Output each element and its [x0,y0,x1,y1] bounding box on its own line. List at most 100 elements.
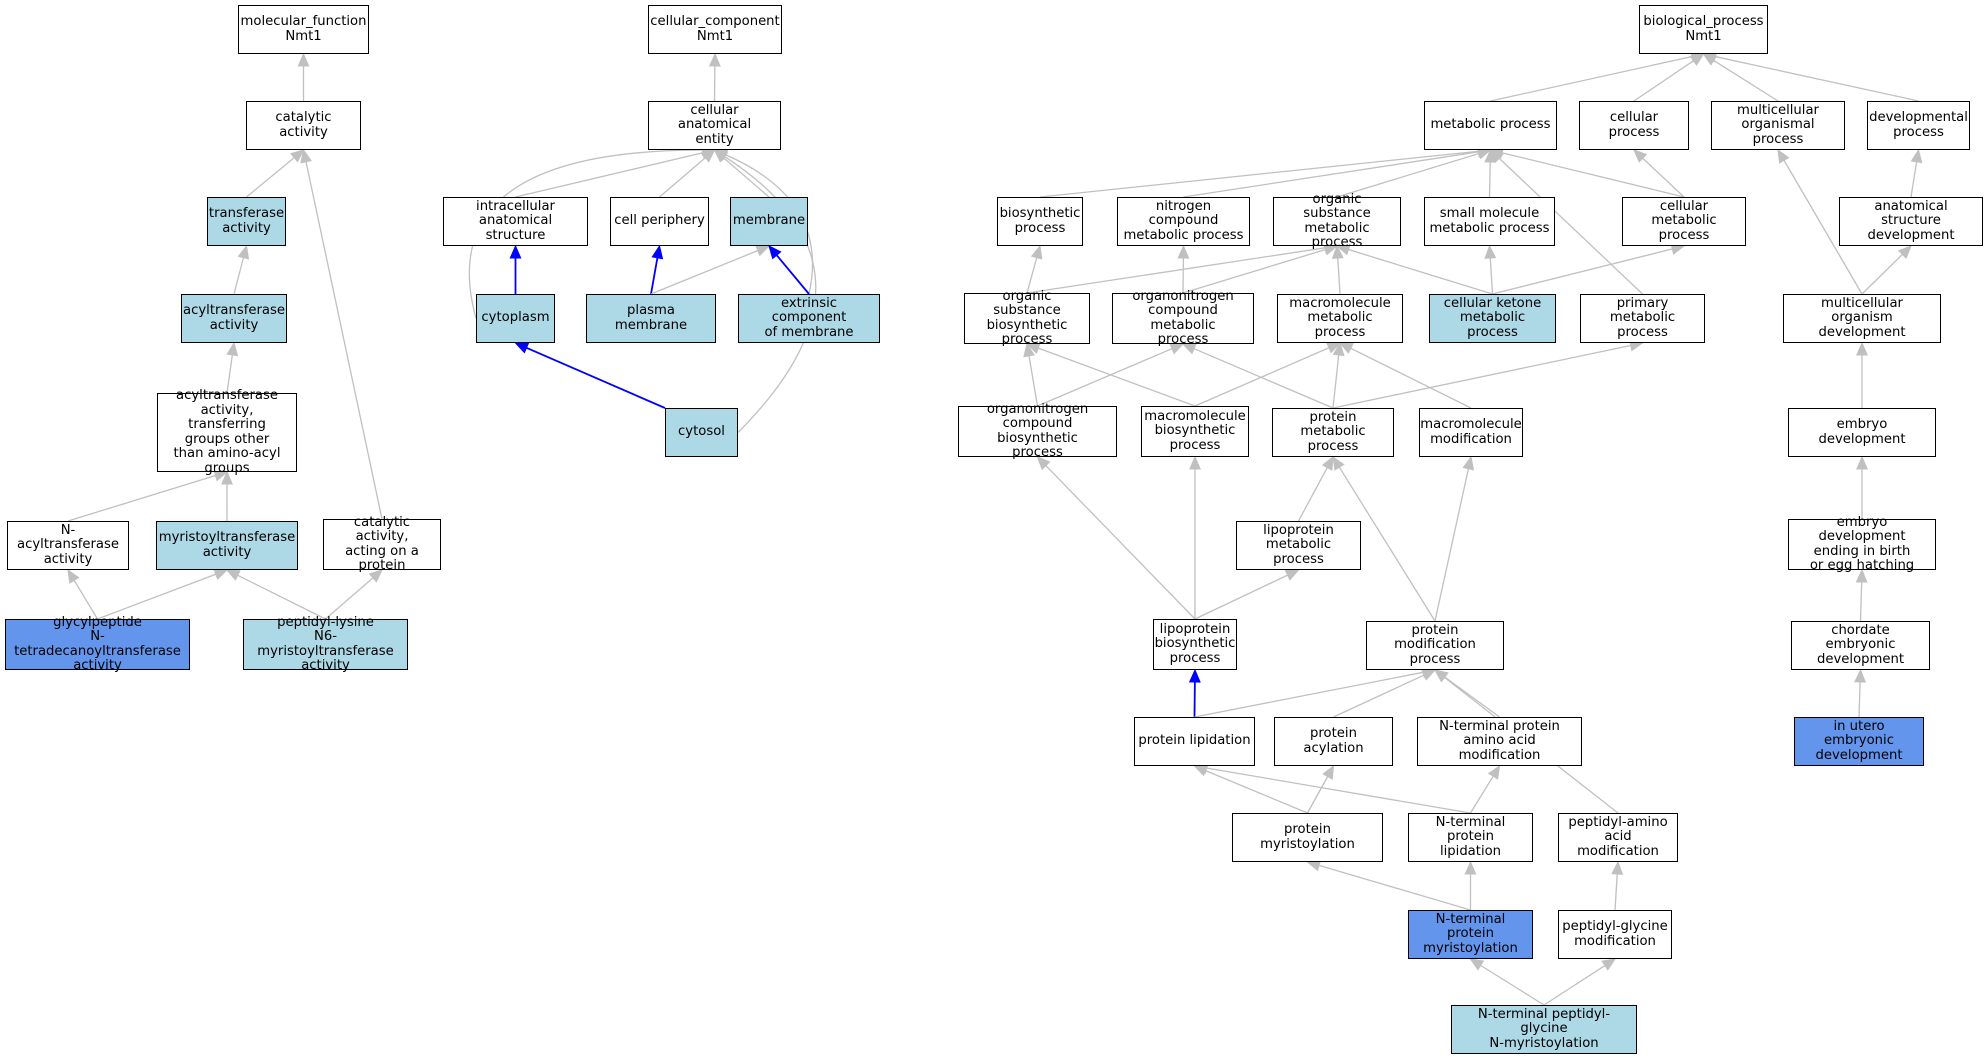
node-lipoprotein-biosynthetic-process[interactable]: lipoprotein biosynthetic process [1153,619,1237,670]
node-multicellular-organism-development[interactable]: multicellular organism development [1783,294,1941,343]
node-metabolic-process[interactable]: metabolic process [1424,101,1557,150]
edge-arrowhead [509,244,522,259]
edge-arrowhead [713,149,729,162]
edge-line [1715,55,1919,102]
node-organonitrogen-compound-biosynthetic-process[interactable]: organonitrogen compound biosynthetic pro… [958,402,1117,460]
node-transferase-activity[interactable]: transferase activity [207,197,286,246]
node-anatomical-structure-development[interactable]: anatomical structure development [1839,197,1983,246]
node-multicellular-organismal-process[interactable]: multicellular organismal process [1711,101,1845,150]
node-myristoyltransferase-activity[interactable]: myristoyltransferase activity [156,521,298,570]
node-organonitrogen-compound-metabolic-process[interactable]: organonitrogen compound metabolic proces… [1112,289,1254,347]
node-peptidyl-lysine-n6-myristoyltransferase[interactable]: peptidyl-lysine N6-myristoyltransferase … [243,615,408,673]
node-cellular-component-root[interactable]: cellular_component Nmt1 [648,5,782,54]
edge-line [1434,468,1470,622]
node-organic-substance-metabolic-process[interactable]: organic substance metabolic process [1273,192,1401,250]
edge-arrowhead [1489,149,1504,163]
node-n-terminal-protein-lipidation[interactable]: N-terminal protein lipidation [1408,813,1533,862]
node-small-molecule-metabolic-process[interactable]: small molecule metabolic process [1424,197,1555,246]
node-developmental-process[interactable]: developmental process [1867,101,1970,150]
node-cellular-metabolic-process[interactable]: cellular metabolic process [1622,197,1746,246]
edge-arrowhead [1332,455,1345,471]
node-nitrogen-compound-metabolic-process[interactable]: nitrogen compound metabolic process [1117,197,1250,246]
node-macromolecule-metabolic-process[interactable]: macromolecule metabolic process [1277,294,1403,343]
node-cytosol[interactable]: cytosol [665,408,738,457]
node-peptidyl-amino-acid-modification[interactable]: peptidyl-amino acid modification [1558,813,1678,862]
node-protein-modification-process[interactable]: protein modification process [1366,621,1504,670]
edge-arrowhead [226,341,239,357]
edge-line [233,257,245,295]
node-organic-substance-biosynthetic-process[interactable]: organic substance biosynthetic process [964,289,1090,347]
node-acyltransferase-activity[interactable]: acyltransferase activity [181,294,287,343]
node-molecular-function-root[interactable]: molecular_function Nmt1 [238,5,369,54]
edge-arrowhead [368,569,383,583]
edge-line [650,249,759,295]
edge-arrowhead [514,342,530,354]
node-protein-lipidation[interactable]: protein lipidation [1134,717,1255,766]
node-primary-metabolic-process[interactable]: primary metabolic process [1580,294,1705,343]
node-lipoprotein-metabolic-process[interactable]: lipoprotein metabolic process [1236,521,1361,570]
edge-line [650,257,659,295]
node-catalytic-activity[interactable]: catalytic activity [246,101,361,150]
edge-line [226,354,233,394]
edge-line [1183,151,1479,198]
edge-line [246,157,295,198]
edge-arrowhead [1484,244,1497,259]
edge-line [1206,767,1471,814]
edge-line [1306,776,1329,814]
edge-arrowhead [1188,668,1201,683]
node-chordate-embryonic-development[interactable]: chordate embryonic development [1791,621,1930,670]
node-biosynthetic-process[interactable]: biosynthetic process [997,197,1083,246]
edge-line [1469,775,1494,814]
edge-arrowhead [1338,342,1354,354]
node-embryo-development-ending-in-birth[interactable]: embryo development ending in birth or eg… [1788,515,1936,573]
edge-arrowhead [1331,244,1344,259]
edge-line [1350,347,1472,409]
edge-line [1026,247,1326,294]
node-embryo-development[interactable]: embryo development [1788,408,1936,457]
edge-arrowhead [67,568,80,584]
edge-arrowhead [221,470,233,485]
node-protein-metabolic-process[interactable]: protein metabolic process [1272,408,1394,457]
edge-line [1543,964,1606,1006]
node-protein-myristoylation[interactable]: protein myristoylation [1232,813,1383,862]
node-in-utero-embryonic-development[interactable]: in utero embryonic development [1794,717,1924,766]
node-n-terminal-protein-amino-acid-modification[interactable]: N-terminal protein amino acid modificati… [1417,717,1582,766]
node-cellular-anatomical-entity[interactable]: cellular anatomical entity [648,101,781,150]
edge-line [1337,257,1341,295]
edge-line [67,474,216,522]
node-intracellular-anatomical-structure[interactable]: intracellular anatomical structure [443,197,588,246]
edge-line [723,157,770,198]
edge-arrowhead [768,245,782,260]
edge-arrowhead [1856,341,1868,356]
node-catalytic-activity-on-protein[interactable]: catalytic activity, acting on a protein [323,515,441,573]
edge-line [1194,574,1288,620]
node-cytoplasm[interactable]: cytoplasm [476,294,555,343]
edge-line [1039,150,1479,198]
edge-arrowhead [1036,456,1051,471]
node-peptidyl-glycine-modification[interactable]: peptidyl-glycine modification [1558,910,1672,959]
node-n-acyltransferase-activity[interactable]: N-acyltransferase activity [7,521,129,570]
node-macromolecule-biosynthetic-process[interactable]: macromolecule biosynthetic process [1141,406,1249,457]
edge-line [1297,467,1328,522]
edge-line [1614,873,1618,911]
node-plasma-membrane[interactable]: plasma membrane [586,294,716,343]
node-biological-process-root[interactable]: biological_process Nmt1 [1639,5,1768,54]
edge-arrowhead [300,148,312,164]
node-membrane[interactable]: membrane [730,197,808,246]
node-n-terminal-protein-myristoylation[interactable]: N-terminal protein myristoylation [1408,910,1533,959]
node-cellular-process[interactable]: cellular process [1579,101,1689,150]
node-macromolecule-modification[interactable]: macromolecule modification [1419,408,1523,457]
node-extrinsic-component-of-membrane[interactable]: extrinsic component of membrane [738,294,880,343]
node-cell-periphery[interactable]: cell periphery [610,197,709,246]
edge-arrowhead [1462,455,1475,471]
node-n-terminal-peptidyl-glycine-n-myristoylation[interactable]: N-terminal peptidyl-glycine N-myristoyla… [1451,1005,1637,1054]
edge-line [1318,864,1471,911]
node-acyltransferase-other-groups[interactable]: acyltransferase activity, transferring g… [157,388,297,475]
node-protein-acylation[interactable]: protein acylation [1274,717,1393,766]
edge-arrowhead [1421,669,1437,681]
edge-line [1488,161,1491,198]
node-cellular-ketone-metabolic-process[interactable]: cellular ketone metabolic process [1429,294,1556,343]
node-glycylpeptide-n-tetradecanoyltransferase[interactable]: glycylpeptide N-tetradecanoyltransferase… [5,615,190,673]
edge-line [1205,770,1308,814]
edge-arrowhead [1854,668,1867,683]
